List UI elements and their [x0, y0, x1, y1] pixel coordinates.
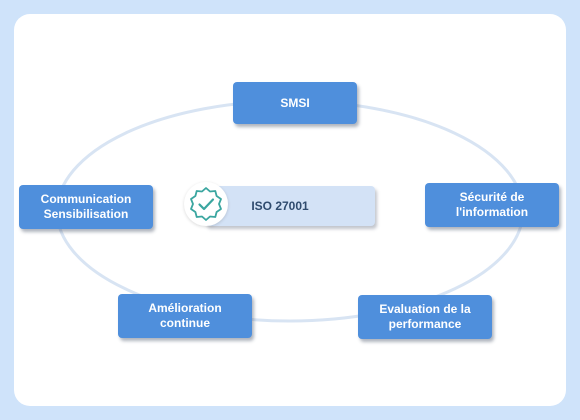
- node-smsi-label: SMSI: [280, 95, 310, 110]
- node-amelioration-label: Amélioration continue: [148, 301, 222, 330]
- node-securite-label: Sécurité de l'information: [455, 190, 529, 219]
- node-securite-information: Sécurité de l'information: [425, 183, 559, 227]
- center-box: [205, 186, 375, 226]
- node-evaluation-label: Evaluation de la performance: [379, 302, 471, 331]
- node-smsi: SMSI: [233, 82, 357, 124]
- node-amelioration-continue: Amélioration continue: [118, 294, 252, 338]
- node-communication-sensibilisation: Communication Sensibilisation: [19, 185, 153, 229]
- node-communication-label: Communication Sensibilisation: [40, 192, 132, 221]
- node-evaluation-performance: Evaluation de la performance: [358, 295, 492, 339]
- verified-badge-icon: [184, 182, 228, 226]
- center-label: ISO 27001: [251, 199, 309, 213]
